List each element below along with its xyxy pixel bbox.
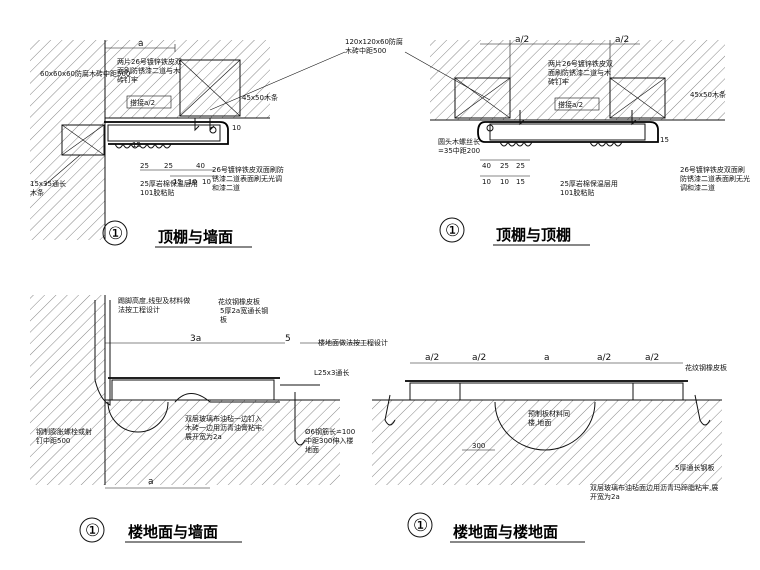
label-plates: 两片26号镀锌铁皮双面刷防锈漆二道与木砖钉牢	[117, 58, 182, 84]
dim-text: 10	[482, 178, 491, 186]
wood-block	[179, 59, 241, 117]
dim-text: 10	[500, 178, 509, 186]
panel-title: 楼地面与楼地面	[453, 523, 558, 541]
label-precast: 预制板材料同楼,地面	[528, 410, 570, 427]
label-floor-plate: 花纹钢橡皮板	[685, 363, 727, 372]
dim-text: a/2	[472, 353, 486, 363]
dim-text: a/2	[645, 353, 659, 363]
label-steel: 5厚通长钢板	[675, 463, 714, 472]
dim-text: 15	[173, 178, 182, 186]
metal-sheet	[477, 121, 659, 143]
wood-block	[609, 77, 666, 119]
label-top-note: 120x120x60防腐木砖中距500	[345, 38, 403, 55]
panel-title: 顶棚与墙面	[158, 228, 233, 246]
label-top-note: 楼地面做法按工程设计	[318, 338, 388, 347]
dim-text: 10	[202, 178, 211, 186]
dim-text: 25	[516, 162, 525, 170]
label-steel: 5厚2a宽通长钢板	[220, 307, 268, 324]
panel-title: 楼地面与墙面	[128, 523, 218, 541]
dim-300: 300	[472, 442, 485, 450]
label-plates: 两片26号镀锌铁皮双面刷防锈漆二道与木砖钉牢	[548, 60, 613, 86]
insulation-panel	[489, 123, 646, 141]
detail-number: ①	[445, 221, 460, 241]
dim-text: 40	[196, 162, 205, 170]
insulation-panel	[409, 382, 461, 401]
dim-a: a	[138, 39, 144, 49]
label-cloth: 双层玻璃布油毡面边用沥青玛蹄脂粘牢,展开宽为2a	[590, 484, 718, 501]
floor-hatch	[372, 400, 722, 485]
label-rebar: Ø6钢筋长=100中距300伸入楼地面	[305, 428, 355, 454]
dim-text: 10	[188, 178, 197, 186]
cloth-loop	[107, 401, 169, 433]
wood-block	[454, 77, 511, 119]
dim-5: 5	[285, 334, 291, 344]
panel-floor-wall: 3a 5 a 踢脚高度,线型及材料做法按工程设计 花纹钢橡皮板 5厚2a宽通长钢…	[30, 295, 355, 543]
panel-floor-floor: a/2 a/2 a a/2 a/2 楼地面做法按工程设计 花纹钢橡皮板 预制板材…	[300, 338, 727, 543]
dim-text: 40	[482, 162, 491, 170]
dim-15: 15	[132, 141, 141, 149]
detail-number: ①	[85, 521, 100, 541]
label-bolt: 钢制膨胀螺栓或射钉中距500	[36, 428, 92, 445]
ceiling-hatch	[105, 40, 270, 118]
dim-text: a	[544, 353, 550, 363]
metal-sheet	[104, 121, 229, 145]
dim-text: a/2	[425, 353, 439, 363]
dim-3a: 3a	[190, 334, 201, 344]
dim-a: a	[148, 477, 154, 487]
precast-slab	[459, 382, 634, 401]
label-skirting: 踢脚高度,线型及材料做法按工程设计	[118, 297, 190, 314]
skirting	[94, 300, 111, 406]
wall-hatch	[30, 40, 105, 240]
label-batten: 45x50木条	[690, 90, 726, 99]
wall-hatch	[30, 295, 105, 485]
label-overlap: 搭接a/2	[130, 98, 155, 107]
panel-ceiling-wall: a 25 25 40 15 10 10 15 10 60x60x60防腐木砖中距…	[30, 39, 284, 248]
cloth-loop	[494, 401, 596, 451]
dim-text: 15	[516, 178, 525, 186]
label-wood-brick: 60x60x60防腐木砖中距500	[40, 69, 130, 78]
dim-text: 25	[500, 162, 509, 170]
insulation-panel	[107, 124, 221, 142]
label-screw: 圆头木螺丝长=35中距200	[438, 138, 480, 155]
label-strip: 15x35通长木条	[30, 180, 66, 197]
label-insulation: 25厚岩棉保温层用101胶粘贴	[140, 180, 198, 197]
dims-top: a/2 a/2 a a/2 a/2	[425, 353, 659, 363]
label-overlap: 搭接a/2	[558, 100, 583, 109]
dim-text: 25	[140, 162, 149, 170]
wood-brick	[61, 124, 105, 156]
label-batten: 45x50木条	[242, 93, 278, 102]
insulation-panel	[632, 382, 684, 401]
dim-text: a/2	[597, 353, 611, 363]
panel-title: 顶棚与顶棚	[496, 226, 571, 244]
detail-number: ①	[413, 516, 428, 536]
rebar	[294, 392, 306, 446]
dim-15: 15	[660, 136, 669, 144]
insulation-panel	[111, 379, 275, 401]
dim-10: 10	[232, 124, 241, 132]
label-sheet: 26号镀锌铁皮双面刷防锈漆二道表面刷无光调和漆二道	[212, 166, 284, 192]
label-floor-plate: 花纹钢橡皮板	[218, 297, 260, 306]
label-angle: L25x3通长	[314, 368, 349, 377]
dim-a2: a/2	[515, 35, 529, 45]
detail-number: ①	[108, 224, 123, 244]
dim-a2: a/2	[615, 35, 629, 45]
panel-ceiling-ceiling: a/2 a/2 两片26号镀锌铁皮双面刷防锈漆二道与木砖钉牢 搭接a/2 45x…	[430, 35, 750, 246]
label-sheet: 26号镀锌铁皮双面刷防锈漆二道表面刷无光调和漆二道	[680, 166, 750, 192]
dims-row-2: 15 10 10	[173, 178, 211, 186]
label-cloth: 双层玻璃布油毡一边钉入木砖一边用沥青油膏粘牢,展开宽为2a	[185, 415, 264, 441]
label-insulation: 25厚岩棉保温层用101胶粘贴	[560, 180, 618, 197]
dims-row: 25 25 40	[140, 162, 205, 170]
floor-hatch	[105, 400, 340, 485]
ceiling-hatch	[430, 40, 725, 120]
dim-text: 25	[164, 162, 173, 170]
